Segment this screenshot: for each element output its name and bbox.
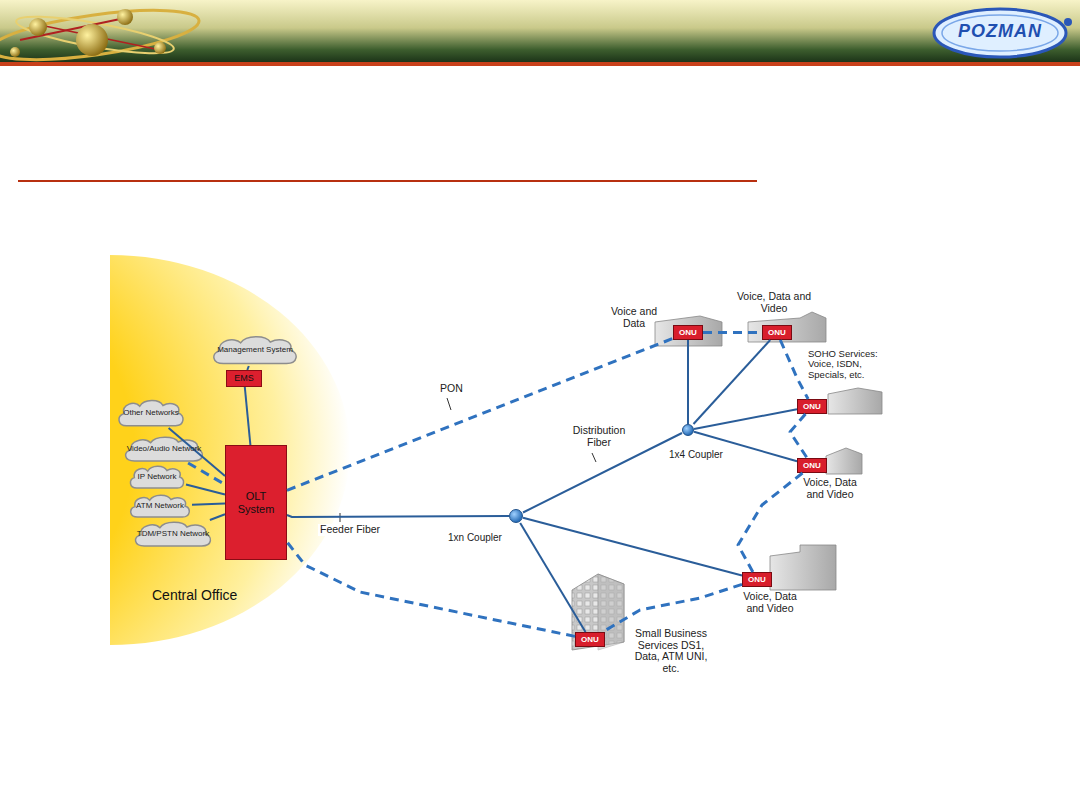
globe-decoration xyxy=(0,1,202,70)
network-name: Video/Audio Network xyxy=(127,445,202,453)
network-cloud: Management System xyxy=(210,334,300,366)
system-box: EMS xyxy=(226,370,262,387)
coupler-node: 1x4 Coupler xyxy=(682,424,694,436)
onu-label: ONU xyxy=(748,575,766,584)
region-title: Central Office xyxy=(152,587,237,603)
system-label: OLT System xyxy=(226,490,286,515)
region-fill xyxy=(110,255,350,645)
service-caption: Voice, Data and Video xyxy=(735,591,805,614)
onu-box: ONU xyxy=(762,325,792,340)
service-caption: Voice and Data xyxy=(602,306,666,329)
network-name: ATM Network xyxy=(136,502,184,510)
pon-dashed-link xyxy=(738,473,803,572)
fiber-link xyxy=(192,504,225,505)
pon-dashed-link xyxy=(287,542,575,636)
onu-label: ONU xyxy=(679,328,697,337)
network-name: Management System xyxy=(217,346,293,354)
leader-line xyxy=(592,453,596,462)
pon-dashed-link xyxy=(188,463,225,485)
network-name: Other Networks xyxy=(123,409,179,417)
onu-box: ONU xyxy=(673,325,703,340)
onu-box: ONU xyxy=(797,399,827,414)
pon-dashed-link xyxy=(780,340,808,399)
fiber-label: Feeder Fiber xyxy=(318,524,382,536)
pon-dashed-link xyxy=(287,338,673,490)
onu-label: ONU xyxy=(803,461,821,470)
fiber-link xyxy=(247,366,249,370)
network-cloud: Video/Audio Network xyxy=(122,435,206,463)
onu-box: ONU xyxy=(797,458,827,473)
service-caption: Voice, Data and Video xyxy=(733,291,815,314)
pon-dashed-link xyxy=(790,414,807,458)
network-name: TDM/PSTN Network xyxy=(137,530,209,538)
fiber-link xyxy=(245,387,251,445)
fiber-link xyxy=(523,518,742,576)
system-box: OLT System xyxy=(225,445,287,560)
fiber-link xyxy=(210,514,225,520)
fiber-link xyxy=(287,515,509,517)
leader-line xyxy=(447,398,451,410)
fiber-link xyxy=(169,428,225,476)
onu-label: ONU xyxy=(803,402,821,411)
coupler-label: 1x4 Coupler xyxy=(669,449,723,460)
network-cloud: TDM/PSTN Network xyxy=(132,520,214,548)
coupler-node: 1xn Coupler xyxy=(509,509,523,523)
service-caption: Small Business Services DS1, Data, ATM U… xyxy=(630,628,712,674)
service-caption: SOHO Services: Voice, ISDN, Specials, et… xyxy=(808,349,898,380)
fiber-link xyxy=(694,409,797,429)
central-office-region: Central Office Management SystemEMS Other … xyxy=(110,255,350,645)
onu-box: ONU xyxy=(575,632,605,647)
fiber-label: PON xyxy=(438,383,465,395)
network-cloud: Other Networks xyxy=(116,398,186,428)
fiber-link xyxy=(694,340,771,424)
logo-text: POZMAN xyxy=(940,22,1060,42)
network-cloud: ATM Network xyxy=(128,493,192,519)
pon-dashed-link xyxy=(603,584,742,632)
pon-dashed-link xyxy=(703,331,762,334)
fiber-link xyxy=(520,523,585,632)
network-cloud: IP Network xyxy=(128,464,186,490)
network-name: IP Network xyxy=(138,473,177,481)
system-label: EMS xyxy=(234,373,254,383)
service-caption: Voice, Data and Video xyxy=(795,477,865,500)
coupler-label: 1xn Coupler xyxy=(448,532,502,543)
fiber-label: Distribution Fiber xyxy=(566,425,632,448)
fiber-link xyxy=(694,432,797,462)
onu-label: ONU xyxy=(581,635,599,644)
header-rule xyxy=(0,62,1080,66)
onu-label: ONU xyxy=(768,328,786,337)
onu-box: ONU xyxy=(742,572,772,587)
fiber-link xyxy=(687,340,689,424)
fiber-link xyxy=(186,485,225,495)
logo-badge xyxy=(934,9,1072,57)
title-rule xyxy=(18,180,757,182)
